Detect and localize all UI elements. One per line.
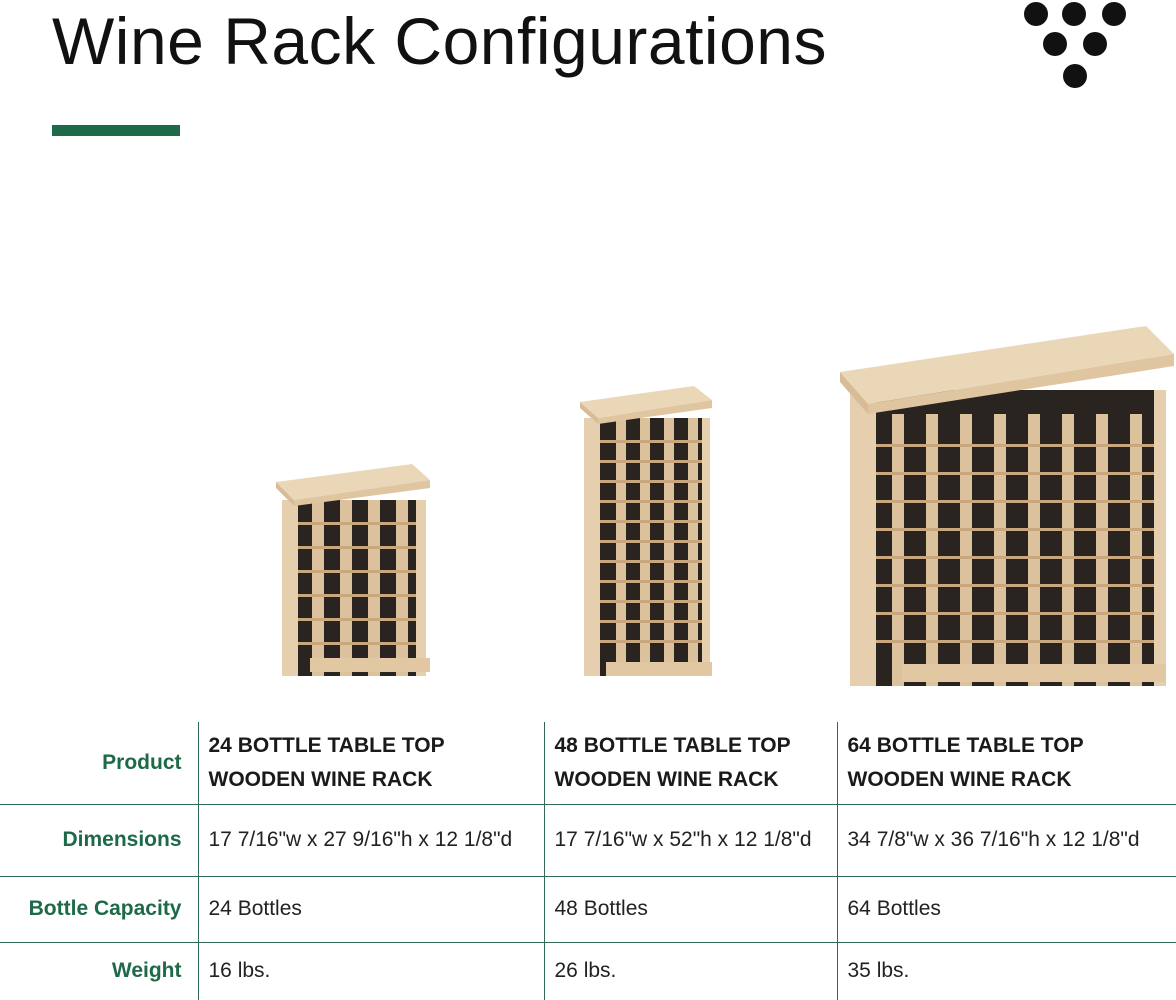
specs-table: Product 24 BOTTLE TABLE TOP WOODEN WINE … xyxy=(0,722,1176,1000)
wine-rack-24-bottle-image xyxy=(276,464,430,676)
wine-rack-48-bottle-image xyxy=(580,386,712,676)
product-name-line2: WOODEN WINE RACK xyxy=(208,767,433,791)
page-title: Wine Rack Configurations xyxy=(52,4,827,78)
weight-label: Weight xyxy=(0,941,198,1000)
product-row: Product 24 BOTTLE TABLE TOP WOODEN WINE … xyxy=(0,722,1176,804)
dimensions-label: Dimensions xyxy=(0,803,198,876)
weight-cell: 26 lbs. xyxy=(543,941,837,1000)
capacity-cell: 48 Bottles xyxy=(543,875,837,942)
capacity-cell: 24 Bottles xyxy=(197,875,544,942)
grape-cluster-icon xyxy=(1024,2,1126,88)
capacity-row: Bottle Capacity 24 Bottles 48 Bottles 64… xyxy=(0,875,1176,942)
product-name-cell: 48 BOTTLE TABLE TOP WOODEN WINE RACK xyxy=(543,722,837,804)
title-underline xyxy=(52,125,180,136)
product-name-line1: 48 BOTTLE TABLE TOP xyxy=(554,733,791,757)
dimensions-cell: 17 7/16"w x 52"h x 12 1/8"d xyxy=(543,803,837,876)
capacity-cell: 64 Bottles xyxy=(836,875,1176,942)
product-name-line1: 64 BOTTLE TABLE TOP xyxy=(847,733,1084,757)
wine-rack-64-bottle-image xyxy=(840,326,1174,686)
product-name-cell: 64 BOTTLE TABLE TOP WOODEN WINE RACK xyxy=(836,722,1176,804)
product-name-line2: WOODEN WINE RACK xyxy=(847,767,1072,791)
weight-row: Weight 16 lbs. 26 lbs. 35 lbs. xyxy=(0,941,1176,1000)
dimensions-cell: 17 7/16"w x 27 9/16"h x 12 1/8"d xyxy=(197,803,544,876)
product-name-line1: 24 BOTTLE TABLE TOP xyxy=(208,733,445,757)
dimensions-row: Dimensions 17 7/16"w x 27 9/16"h x 12 1/… xyxy=(0,803,1176,876)
dimensions-cell: 34 7/8"w x 36 7/16"h x 12 1/8"d xyxy=(836,803,1176,876)
weight-cell: 16 lbs. xyxy=(197,941,544,1000)
product-label: Product xyxy=(102,750,182,774)
product-name-line2: WOODEN WINE RACK xyxy=(554,767,779,791)
capacity-label: Bottle Capacity xyxy=(0,875,198,942)
product-name-cell: 24 BOTTLE TABLE TOP WOODEN WINE RACK xyxy=(197,722,544,804)
weight-cell: 35 lbs. xyxy=(836,941,1176,1000)
